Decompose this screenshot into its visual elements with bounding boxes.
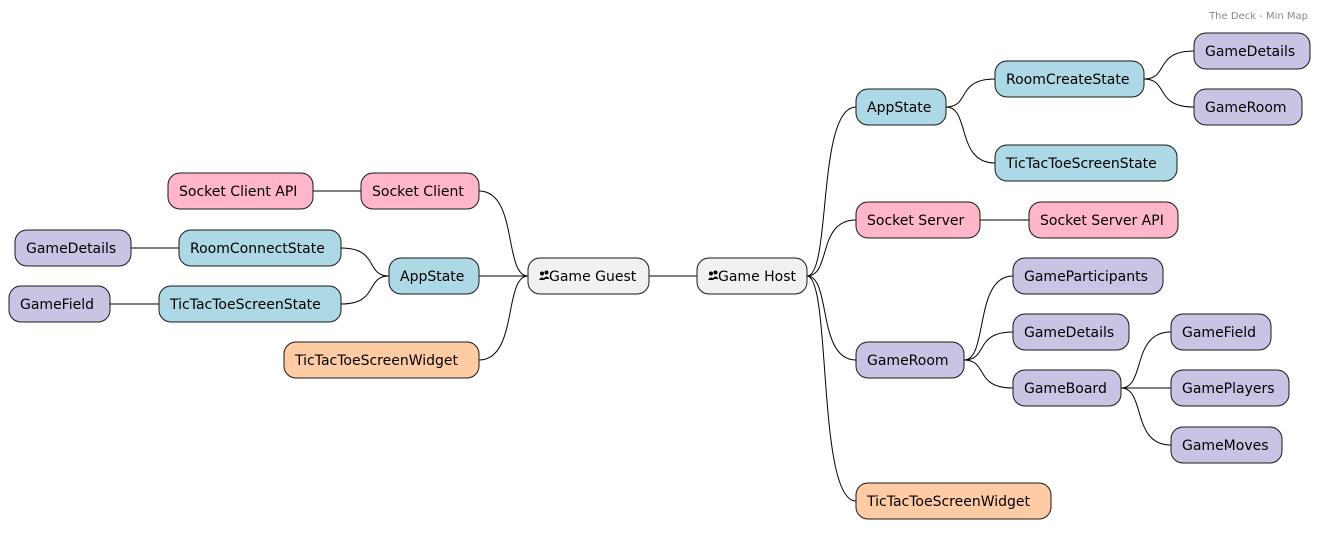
node-appstate: AppState	[388, 257, 480, 295]
node-gamemoves-box	[1170, 426, 1283, 464]
node-socket-server-label: Socket Server	[867, 213, 964, 229]
connector-line	[945, 106, 996, 164]
node-tictactoescreenstate-label: TicTacToeScreenState	[169, 297, 321, 313]
page-header: The Deck - Min Map	[1208, 11, 1308, 22]
node-gamefield-box	[8, 285, 111, 323]
node-gameparticipants: GameParticipants	[1012, 257, 1164, 295]
node-gameparticipants-box	[1012, 257, 1164, 295]
connector-line	[478, 275, 529, 361]
node-gameboard: GameBoard	[1012, 369, 1122, 407]
node-roomcreatestate-box	[994, 60, 1145, 98]
node-tictactoescreenwidget-box	[855, 482, 1052, 520]
node-roomconnectstate: RoomConnectState	[178, 229, 342, 267]
node-socket-server-api: Socket Server API	[1028, 201, 1179, 239]
node-tictactoescreenstate-box	[158, 285, 342, 323]
node-socket-client-box	[360, 172, 480, 210]
connector-line	[945, 78, 996, 108]
node-gamedetails: GameDetails	[1193, 32, 1311, 70]
node-gameplayers-box	[1170, 369, 1290, 407]
connector-line	[806, 219, 857, 277]
mind-map-nodes: Game HostAppStateRoomCreateStateGameDeta…	[8, 32, 1311, 520]
connector-lines	[110, 50, 1195, 502]
node-gamedetails-label: GameDetails	[1205, 44, 1295, 60]
node-gameplayers-label: GamePlayers	[1182, 381, 1275, 397]
node-roomconnectstate-box	[178, 229, 342, 267]
connector-line	[478, 190, 529, 277]
node-roomcreatestate: RoomCreateState	[994, 60, 1145, 98]
node-tictactoescreenwidget-label: TicTacToeScreenWidget	[866, 494, 1031, 510]
connector-line	[963, 359, 1014, 389]
connector-line	[1120, 387, 1172, 446]
node-gameboard-label: GameBoard	[1024, 381, 1107, 397]
connector-line	[340, 247, 390, 277]
node-tictactoescreenstate-box	[994, 144, 1178, 182]
node-gameplayers: GamePlayers	[1170, 369, 1290, 407]
node-socket-client: Socket Client	[360, 172, 480, 210]
node-socket-server-api-box	[1028, 201, 1179, 239]
connector-line	[806, 106, 857, 277]
node-gamefield-box	[1170, 313, 1272, 351]
node-gamefield: GameField	[1170, 313, 1272, 351]
connector-line	[806, 275, 857, 502]
node-gamedetails-box	[14, 229, 132, 267]
node-gamedetails-box	[1193, 32, 1311, 70]
node-gamemoves: GameMoves	[1170, 426, 1283, 464]
node-gamedetails: GameDetails	[14, 229, 132, 267]
node-socket-server-box	[855, 201, 981, 239]
node-gameroom-box	[855, 341, 965, 379]
node-gameparticipants-label: GameParticipants	[1024, 269, 1148, 285]
node-tictactoescreenstate-label: TicTacToeScreenState	[1005, 156, 1157, 172]
node-tictactoescreenwidget-label: TicTacToeScreenWidget	[294, 353, 459, 369]
node-gameroom-box	[1193, 88, 1303, 126]
node-gamefield: GameField	[8, 285, 111, 323]
node-appstate-label: AppState	[867, 100, 931, 116]
node-socket-client-api-box	[167, 172, 314, 210]
node-gamedetails: GameDetails	[1012, 313, 1130, 351]
node-socket-client-api: Socket Client API	[167, 172, 314, 210]
node-tictactoescreenwidget: TicTacToeScreenWidget	[283, 341, 480, 379]
people-icon	[539, 270, 550, 280]
node-gameroom: GameRoom	[1193, 88, 1303, 126]
node-roomconnectstate-label: RoomConnectState	[190, 241, 325, 257]
node-gamefield-label: GameField	[20, 297, 94, 313]
connector-line	[963, 331, 1014, 361]
connector-line	[806, 275, 857, 361]
node-socket-server: Socket Server	[855, 201, 981, 239]
node-appstate-box	[388, 257, 480, 295]
node-gameboard-box	[1012, 369, 1122, 407]
node-tictactoescreenwidget: TicTacToeScreenWidget	[855, 482, 1052, 520]
node-tictactoescreenstate: TicTacToeScreenState	[994, 144, 1178, 182]
root-node-game-host-box	[696, 257, 808, 295]
root-node-game-guest-label: Game Guest	[549, 269, 637, 285]
node-gamedetails-label: GameDetails	[1024, 325, 1114, 341]
connector-line	[1143, 50, 1195, 80]
node-gamemoves-label: GameMoves	[1182, 438, 1269, 454]
node-tictactoescreenstate: TicTacToeScreenState	[158, 285, 342, 323]
connector-line	[1120, 331, 1172, 389]
root-node-game-host: Game Host	[696, 257, 808, 295]
people-icon	[708, 270, 719, 280]
node-socket-server-api-label: Socket Server API	[1040, 213, 1164, 229]
node-appstate-box	[855, 88, 947, 126]
node-socket-client-api-label: Socket Client API	[179, 184, 297, 200]
node-gamefield-label: GameField	[1182, 325, 1256, 341]
connector-line	[1143, 78, 1195, 108]
node-appstate-label: AppState	[400, 269, 464, 285]
root-node-game-guest: Game Guest	[527, 257, 650, 295]
node-gameroom-label: GameRoom	[1205, 100, 1287, 116]
node-gamedetails-box	[1012, 313, 1130, 351]
node-appstate: AppState	[855, 88, 947, 126]
node-socket-client-label: Socket Client	[372, 184, 464, 200]
connector-line	[963, 275, 1014, 361]
node-gamedetails-label: GameDetails	[26, 241, 116, 257]
root-node-game-host-label: Game Host	[718, 269, 797, 285]
root-node-game-guest-box	[527, 257, 650, 295]
node-roomcreatestate-label: RoomCreateState	[1006, 72, 1129, 88]
connector-line	[340, 275, 390, 305]
node-tictactoescreenwidget-box	[283, 341, 480, 379]
node-gameroom: GameRoom	[855, 341, 965, 379]
node-gameroom-label: GameRoom	[867, 353, 949, 369]
